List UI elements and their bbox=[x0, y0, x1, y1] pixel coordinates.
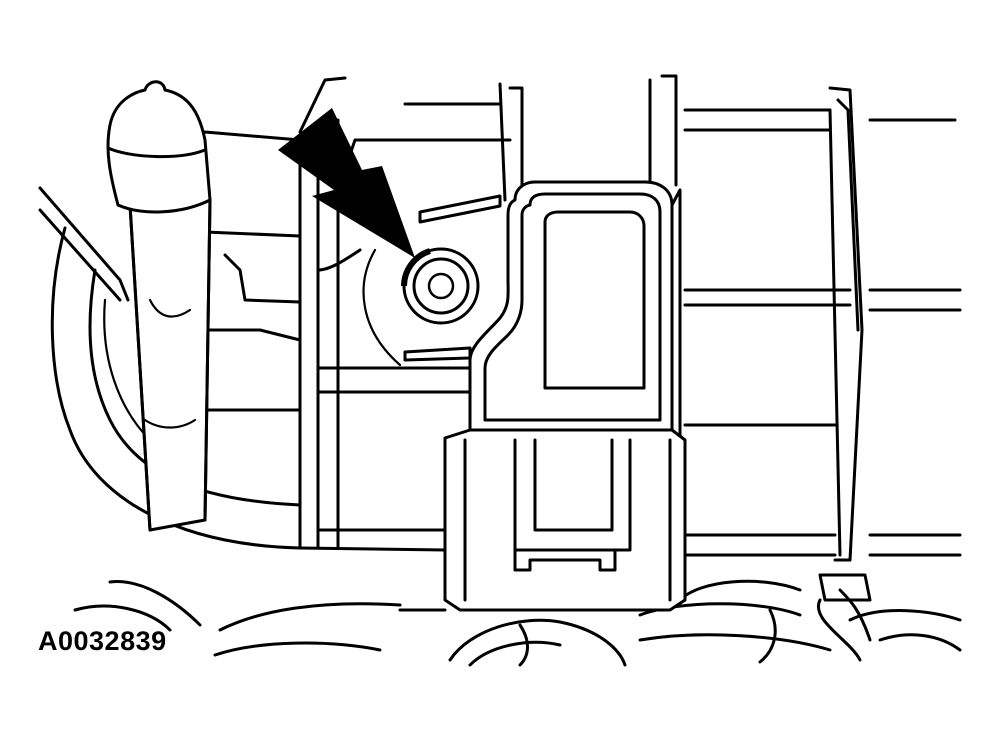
engine-background-lines bbox=[38, 74, 962, 667]
sensor-bolt bbox=[401, 247, 480, 325]
map-sensor bbox=[443, 180, 687, 612]
vacuum-cap bbox=[106, 80, 212, 532]
figure-id-label: A0032839 bbox=[38, 626, 167, 656]
pointer-arrow bbox=[278, 108, 415, 258]
